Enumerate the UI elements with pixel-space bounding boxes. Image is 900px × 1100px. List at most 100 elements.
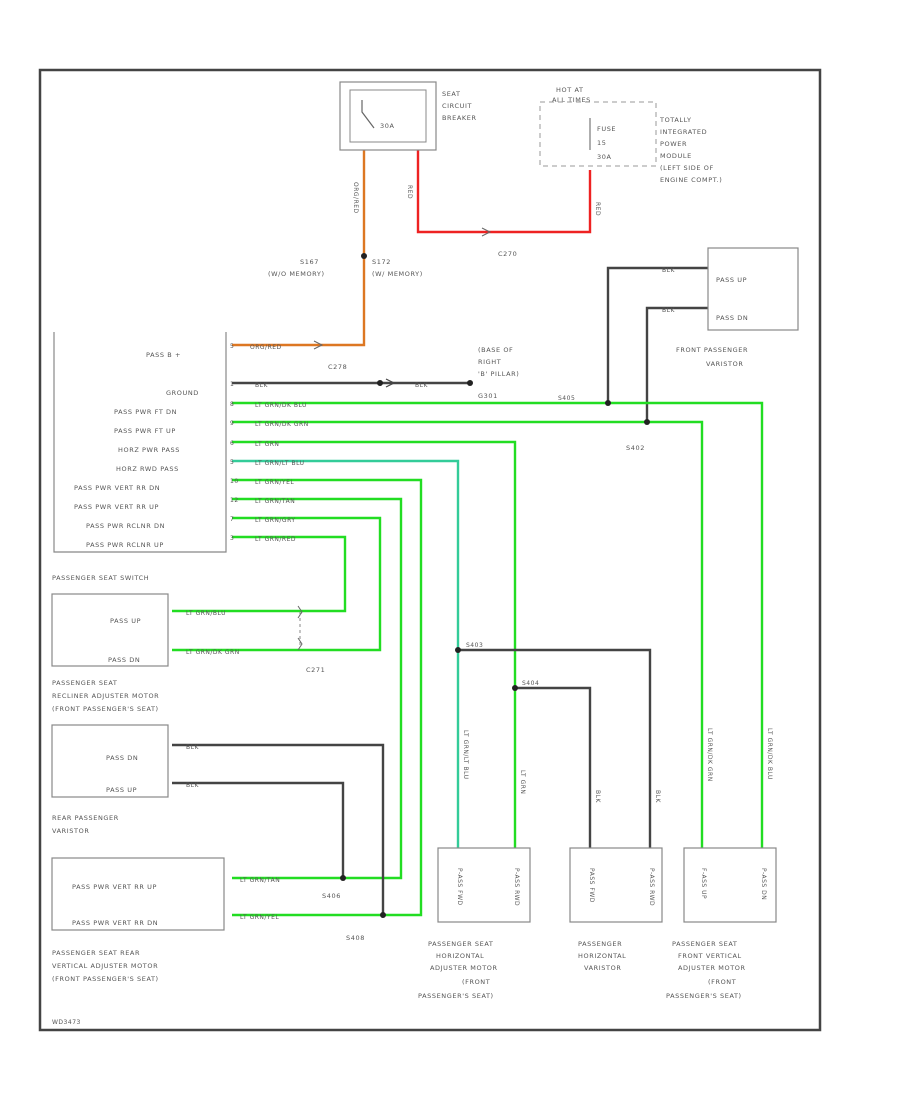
splice-s403 [455,647,461,653]
s405-label: S405 [558,395,575,402]
wire-label-ft-dn: LT GRN/DK BLU [255,402,307,409]
horz-motor-label-5: PASSENGER'S SEAT) [418,992,494,1000]
wires [172,148,764,917]
c278-label: C278 [328,363,347,371]
connector-icon [481,227,492,237]
horz-motor-pin-1: P-ASS FWD [456,868,463,906]
wire-labels: ORG/RED RED RED ORG/RED BLK BLK BLK BLK … [186,182,773,921]
front-motor-pin-2: P-ASS DN [760,868,767,900]
wire-label-v4: BLK [654,790,661,803]
horz-pwr-wire [232,440,517,850]
seat-switch-label: PASSENGER SEAT SWITCH [52,574,149,582]
splice-s408 [380,912,386,918]
splice-s406 [340,875,346,881]
rear-varistor-up-wire [172,781,345,878]
rear-motor-pin-2: PASS PWR VERT RR DN [72,919,158,927]
footer-code: WD3473 [52,1019,81,1026]
front-motor-label-4: (FRONT [708,978,736,986]
rear-vertical-adjuster-motor: PASS PWR VERT RR UP PASS PWR VERT RR DN … [51,857,225,983]
wire-label-horz-rwd: LT GRN/LT BLU [255,460,305,467]
switch-pin-num-6: 5 [230,459,234,466]
switch-pin-6: HORZ RWD PASS [116,465,179,473]
horz-varistor-feed-1 [458,648,652,850]
horz-varistor-pin-1: PASS FWD [588,868,595,903]
s402-label: S402 [626,444,645,452]
front-passenger-varistor: PASS UP PASS DN FRONT PASSENGER VARISTOR [676,247,799,368]
c270-label: C270 [498,250,517,258]
red-feed-wire [416,148,592,234]
connector-c271: C271 [297,605,325,674]
horz-motor-label-3: ADJUSTER MOTOR [430,964,498,972]
connector-icon [313,340,324,350]
recliner-label-1: PASSENGER SEAT [52,679,117,687]
connector-icon [385,378,396,388]
horz-rwd-wire [232,459,460,850]
wire-label-rec-up: LT GRN/BLU [186,610,226,617]
switch-pin-num-5: 6 [230,440,234,447]
breaker-label-3: BREAKER [442,114,477,122]
wire-label-fv-up: BLK [662,267,675,274]
wire-label-rec-dn: LT GRN/DK GRN [186,649,240,656]
wire-label-rv-up: BLK [186,782,199,789]
wire-label-rm-dn: LT GRN/YEL [240,914,279,921]
horizontal-adjuster-motor: P-ASS FWD P-ASS RWD PASSENGER SEAT HORIZ… [418,847,531,1000]
rear-varistor-label-1: REAR PASSENGER [52,814,119,822]
wire-label-vert-up: LT GRN/TAN [255,498,295,505]
s167-label-2: (W/O MEMORY) [268,270,325,278]
rear-varistor-pin-1: PASS DN [106,754,138,762]
switch-pin-num-4: 9 [230,420,234,427]
splice-s404 [512,685,518,691]
connector-icon [297,637,303,651]
splice-s167-s172: S167 (W/O MEMORY) S172 (W/ MEMORY) [268,253,423,278]
horz-varistor-label-2: HORIZONTAL [578,952,626,960]
breaker-label-1: SEAT [442,90,461,98]
switch-pin-num-9: 7 [230,516,234,523]
switch-pin-8: PASS PWR VERT RR UP [74,503,159,511]
wire-label-ground2: BLK [415,382,428,389]
rcl-dn-wire [172,516,382,652]
front-motor-pin-1: F-ASS UP [700,868,707,899]
wire-label-horz-pwr: LT GRN [255,441,279,448]
wire-label-v5: LT GRN/DK GRN [706,728,713,782]
fuse-label-3: 30A [597,153,612,161]
ground-label-4: G301 [478,392,498,400]
s408-label: S408 [346,934,365,942]
fuse-label-2: 15 [597,139,606,147]
s172-label-2: (W/ MEMORY) [372,270,423,278]
s167-label-1: S167 [300,258,319,266]
wire-label-fv-dn: BLK [662,307,675,314]
horz-motor-label-4: (FRONT [462,978,490,986]
front-motor-label-3: ADJUSTER MOTOR [678,964,746,972]
fuse-label-1: FUSE [597,125,616,133]
ground-label-2: RIGHT [478,358,501,366]
wire-label-rv-dn: BLK [186,744,199,751]
switch-pin-num-10: 3 [230,535,234,542]
horz-motor-pin-2: P-ASS RWD [513,868,520,906]
ground-g301: (BASE OF RIGHT 'B' PILLAR) G301 [377,346,519,400]
front-varistor-label-1: FRONT PASSENGER [676,346,748,354]
horz-motor-label-2: HORIZONTAL [436,952,484,960]
wire-label-v1: LT GRN/LT BLU [462,730,469,780]
recliner-label-3: (FRONT PASSENGER'S SEAT) [52,705,159,713]
switch-pin-labels: PASS B + GROUND PASS PWR FT DN PASS PWR … [74,351,198,549]
wire-label-rm-up: LT GRN/TAN [240,877,280,884]
tipm-label-1: TOTALLY [659,116,692,124]
wire-label-rcl-dn: LT GRN/GRY [255,517,296,524]
hot-at-label-1: HOT AT [556,86,584,94]
horz-motor-label-1: PASSENGER SEAT [428,940,493,948]
passenger-seat-switch: PASS B + GROUND PASS PWR FT DN PASS PWR … [52,332,238,582]
front-varistor-up-wire [606,266,708,403]
vert-up-wire [232,497,403,880]
switch-pin-num-1: 5 [230,343,234,350]
horz-varistor-label-3: VARISTOR [584,964,621,972]
splice-node [361,253,367,259]
front-vertical-adjuster-motor: F-ASS UP P-ASS DN PASSENGER SEAT FRONT V… [666,847,777,1000]
tipm-label-3: POWER [660,140,687,148]
wire-label-red-vert2: RED [594,202,601,216]
tipm-fuse-block: HOT AT ALL TIMES FUSE 15 30A TOTALLY INT… [539,86,722,184]
rear-motor-label-1: PASSENGER SEAT REAR [52,949,140,957]
wire-label-ft-up: LT GRN/DK GRN [255,421,309,428]
splice-s402 [644,419,650,425]
front-varistor-pin-2: PASS DN [716,314,748,322]
